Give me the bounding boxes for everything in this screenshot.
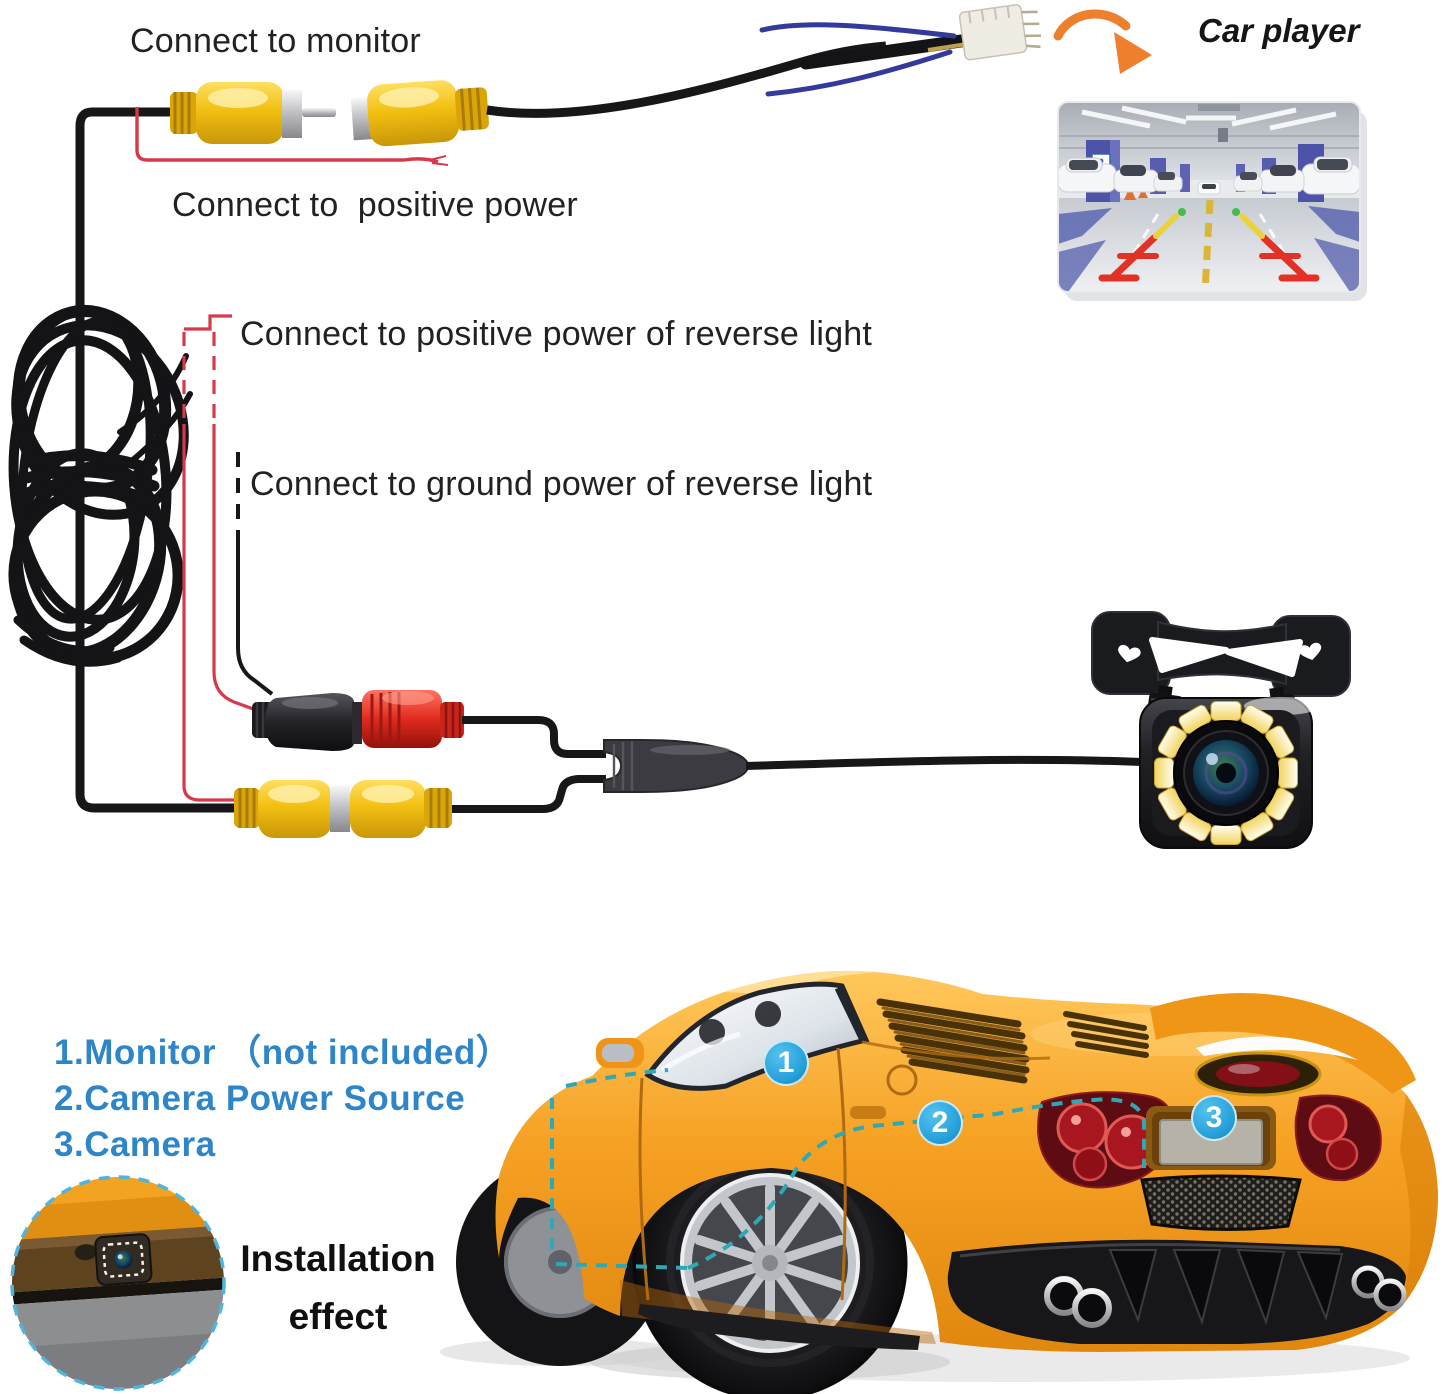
rca-female-connector-bottom xyxy=(234,780,350,838)
monitor-harness-cable xyxy=(486,22,989,118)
marker-3-camera: 3 xyxy=(1191,1095,1237,1141)
label-connect-positive-power: Connect to positive power xyxy=(172,186,578,224)
car-spoiler xyxy=(1150,992,1416,1097)
label-connect-reverse-positive: Connect to positive power of reverse lig… xyxy=(240,315,873,353)
rca-male-connector-bottom xyxy=(350,780,452,838)
dc-to-splitter-wire xyxy=(462,716,606,758)
wire-route-dashed xyxy=(550,1068,1146,1270)
label-installation-effect-line2: effect xyxy=(288,1296,388,1337)
car-mirror xyxy=(596,1038,644,1068)
car-glass xyxy=(644,981,870,1091)
reverse-light-ground-wire xyxy=(236,452,274,696)
car-diffuser xyxy=(947,1239,1406,1344)
dc-power-female-connector xyxy=(362,690,464,748)
label-connect-reverse-ground: Connect to ground power of reverse light xyxy=(250,465,873,503)
car-louvers xyxy=(876,998,1149,1084)
label-connect-monitor: Connect to monitor xyxy=(130,22,421,60)
legend: 1.Monitor （not included） 2.Camera Power … xyxy=(54,1030,511,1168)
camera-wire xyxy=(745,755,1143,770)
heart-cutout-icon xyxy=(1118,642,1322,663)
label-car-player: Car player xyxy=(1198,12,1360,49)
car-illustration xyxy=(440,970,1438,1394)
exhaust-tips xyxy=(1044,1265,1407,1328)
curved-arrow-icon xyxy=(1053,9,1152,74)
coiled-cable xyxy=(8,304,193,667)
car-body-lines xyxy=(638,1040,1051,1301)
rca-male-connector-top xyxy=(170,82,336,144)
backup-camera xyxy=(1139,697,1320,849)
rca-to-splitter-wire xyxy=(452,775,606,813)
reverse-light-positive-wire xyxy=(182,314,257,802)
rca-female-connector-top xyxy=(350,80,489,147)
marker-1-monitor: 1 xyxy=(763,1040,809,1086)
marker-2-camera-power: 2 xyxy=(917,1100,963,1146)
parking-guidelines-icon xyxy=(1098,208,1320,282)
label-installation-effect-line1: Installation xyxy=(240,1238,436,1279)
dc-power-male-connector xyxy=(252,693,362,751)
tail-light-right xyxy=(1294,1094,1382,1182)
y-splitter xyxy=(603,739,750,793)
legend-item-power-source: 2.Camera Power Source xyxy=(54,1079,466,1118)
camera-lens xyxy=(1173,720,1279,826)
installation-inset xyxy=(10,1175,226,1391)
legend-item-camera: 3.Camera xyxy=(54,1125,216,1164)
legend-item-monitor: 1.Monitor （not included） xyxy=(54,1033,512,1072)
harness-connector xyxy=(958,4,1041,61)
rear-grille xyxy=(1140,1174,1302,1232)
parking-camera-view xyxy=(1057,101,1367,301)
